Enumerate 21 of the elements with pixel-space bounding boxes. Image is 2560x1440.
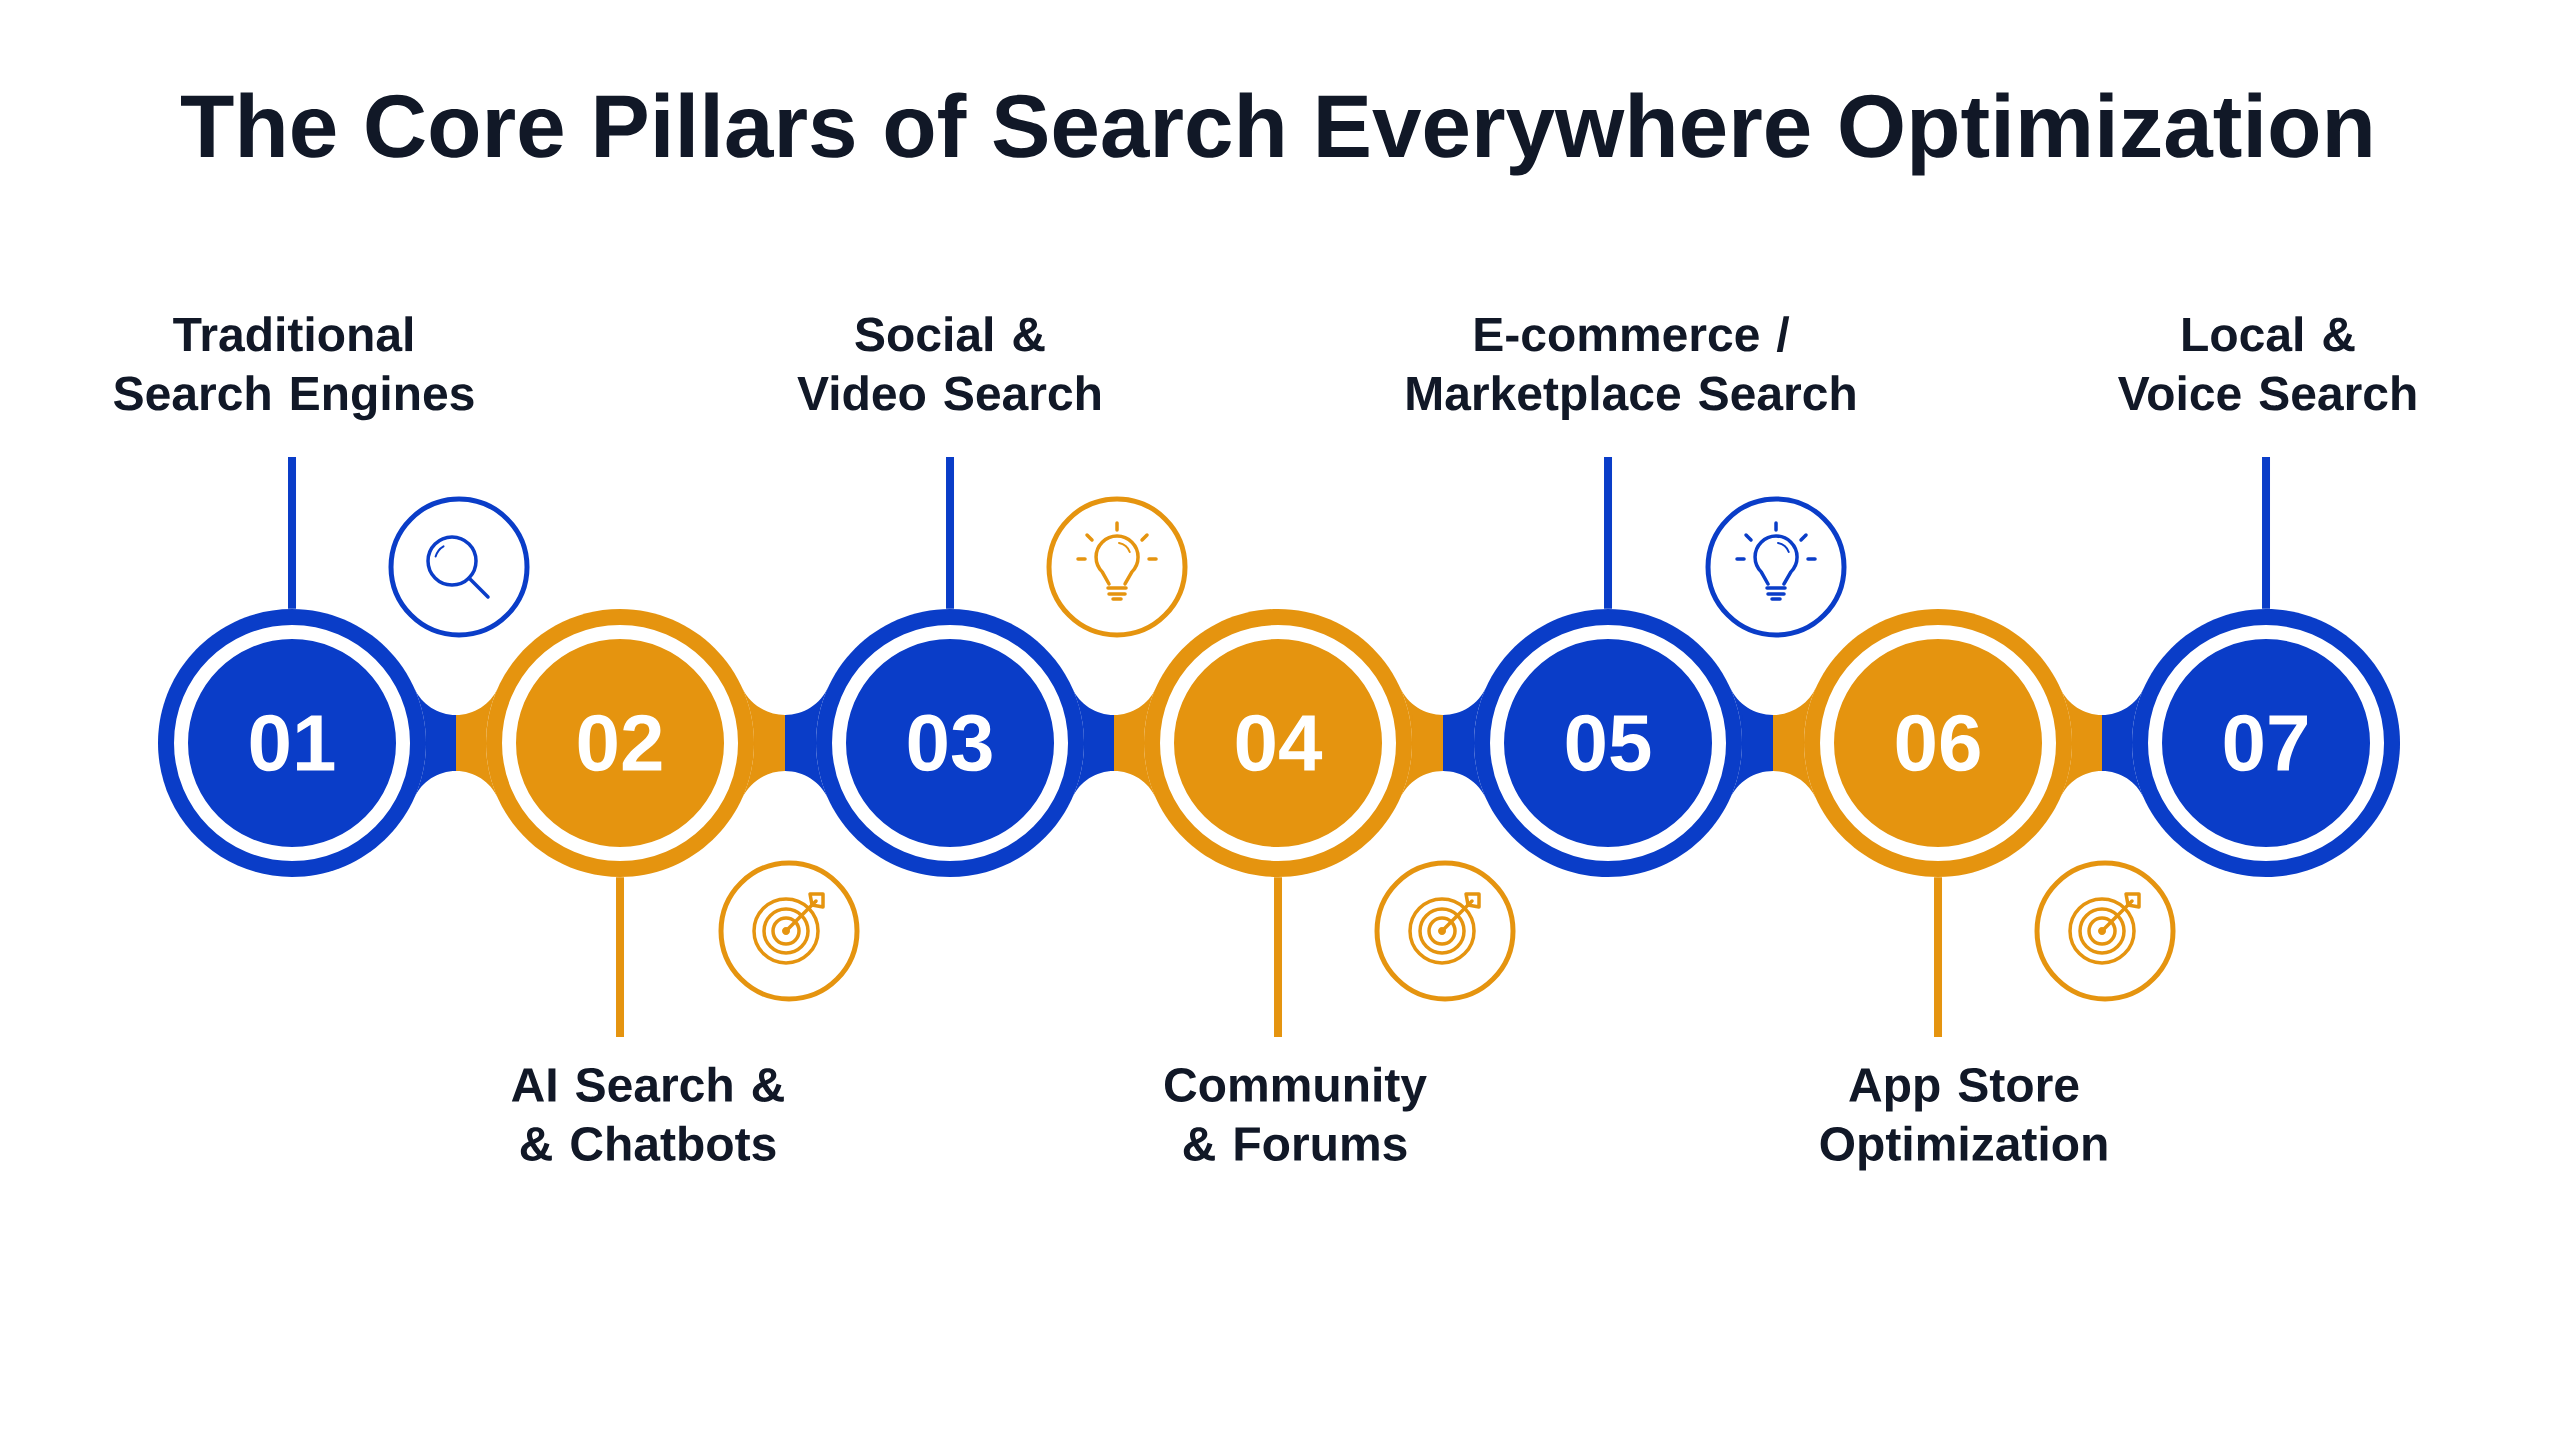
leader-line [2262, 457, 2270, 609]
connector-band [1072, 687, 1156, 798]
leader-line [1934, 877, 1942, 1037]
pillar-label: Local & Voice Search [2118, 316, 2416, 411]
connector-band [1729, 687, 1817, 799]
title: The Core Pillars of Search Everywhere Optimization [181, 92, 2371, 176]
pillar-label: AI Search & & Chatbots [511, 1066, 784, 1161]
leader-line [1604, 457, 1612, 609]
connector-band [741, 687, 829, 799]
pillar-label: E-commerce / Marketplace Search [1407, 316, 1855, 421]
pillar-label: Social & Video Search [797, 316, 1100, 411]
leader-line [616, 877, 624, 1037]
leader-line [1274, 877, 1282, 1037]
leader-line [288, 457, 296, 609]
pillar-label: Traditional Search Engines [114, 316, 474, 421]
pillar-label: App Store Optimization [1820, 1067, 2107, 1171]
connector-band [2060, 687, 2144, 798]
pillar-label: Community & Forums [1165, 1066, 1427, 1161]
connector-band [414, 687, 498, 798]
leader-line [946, 457, 954, 609]
connector-band [1399, 687, 1487, 799]
